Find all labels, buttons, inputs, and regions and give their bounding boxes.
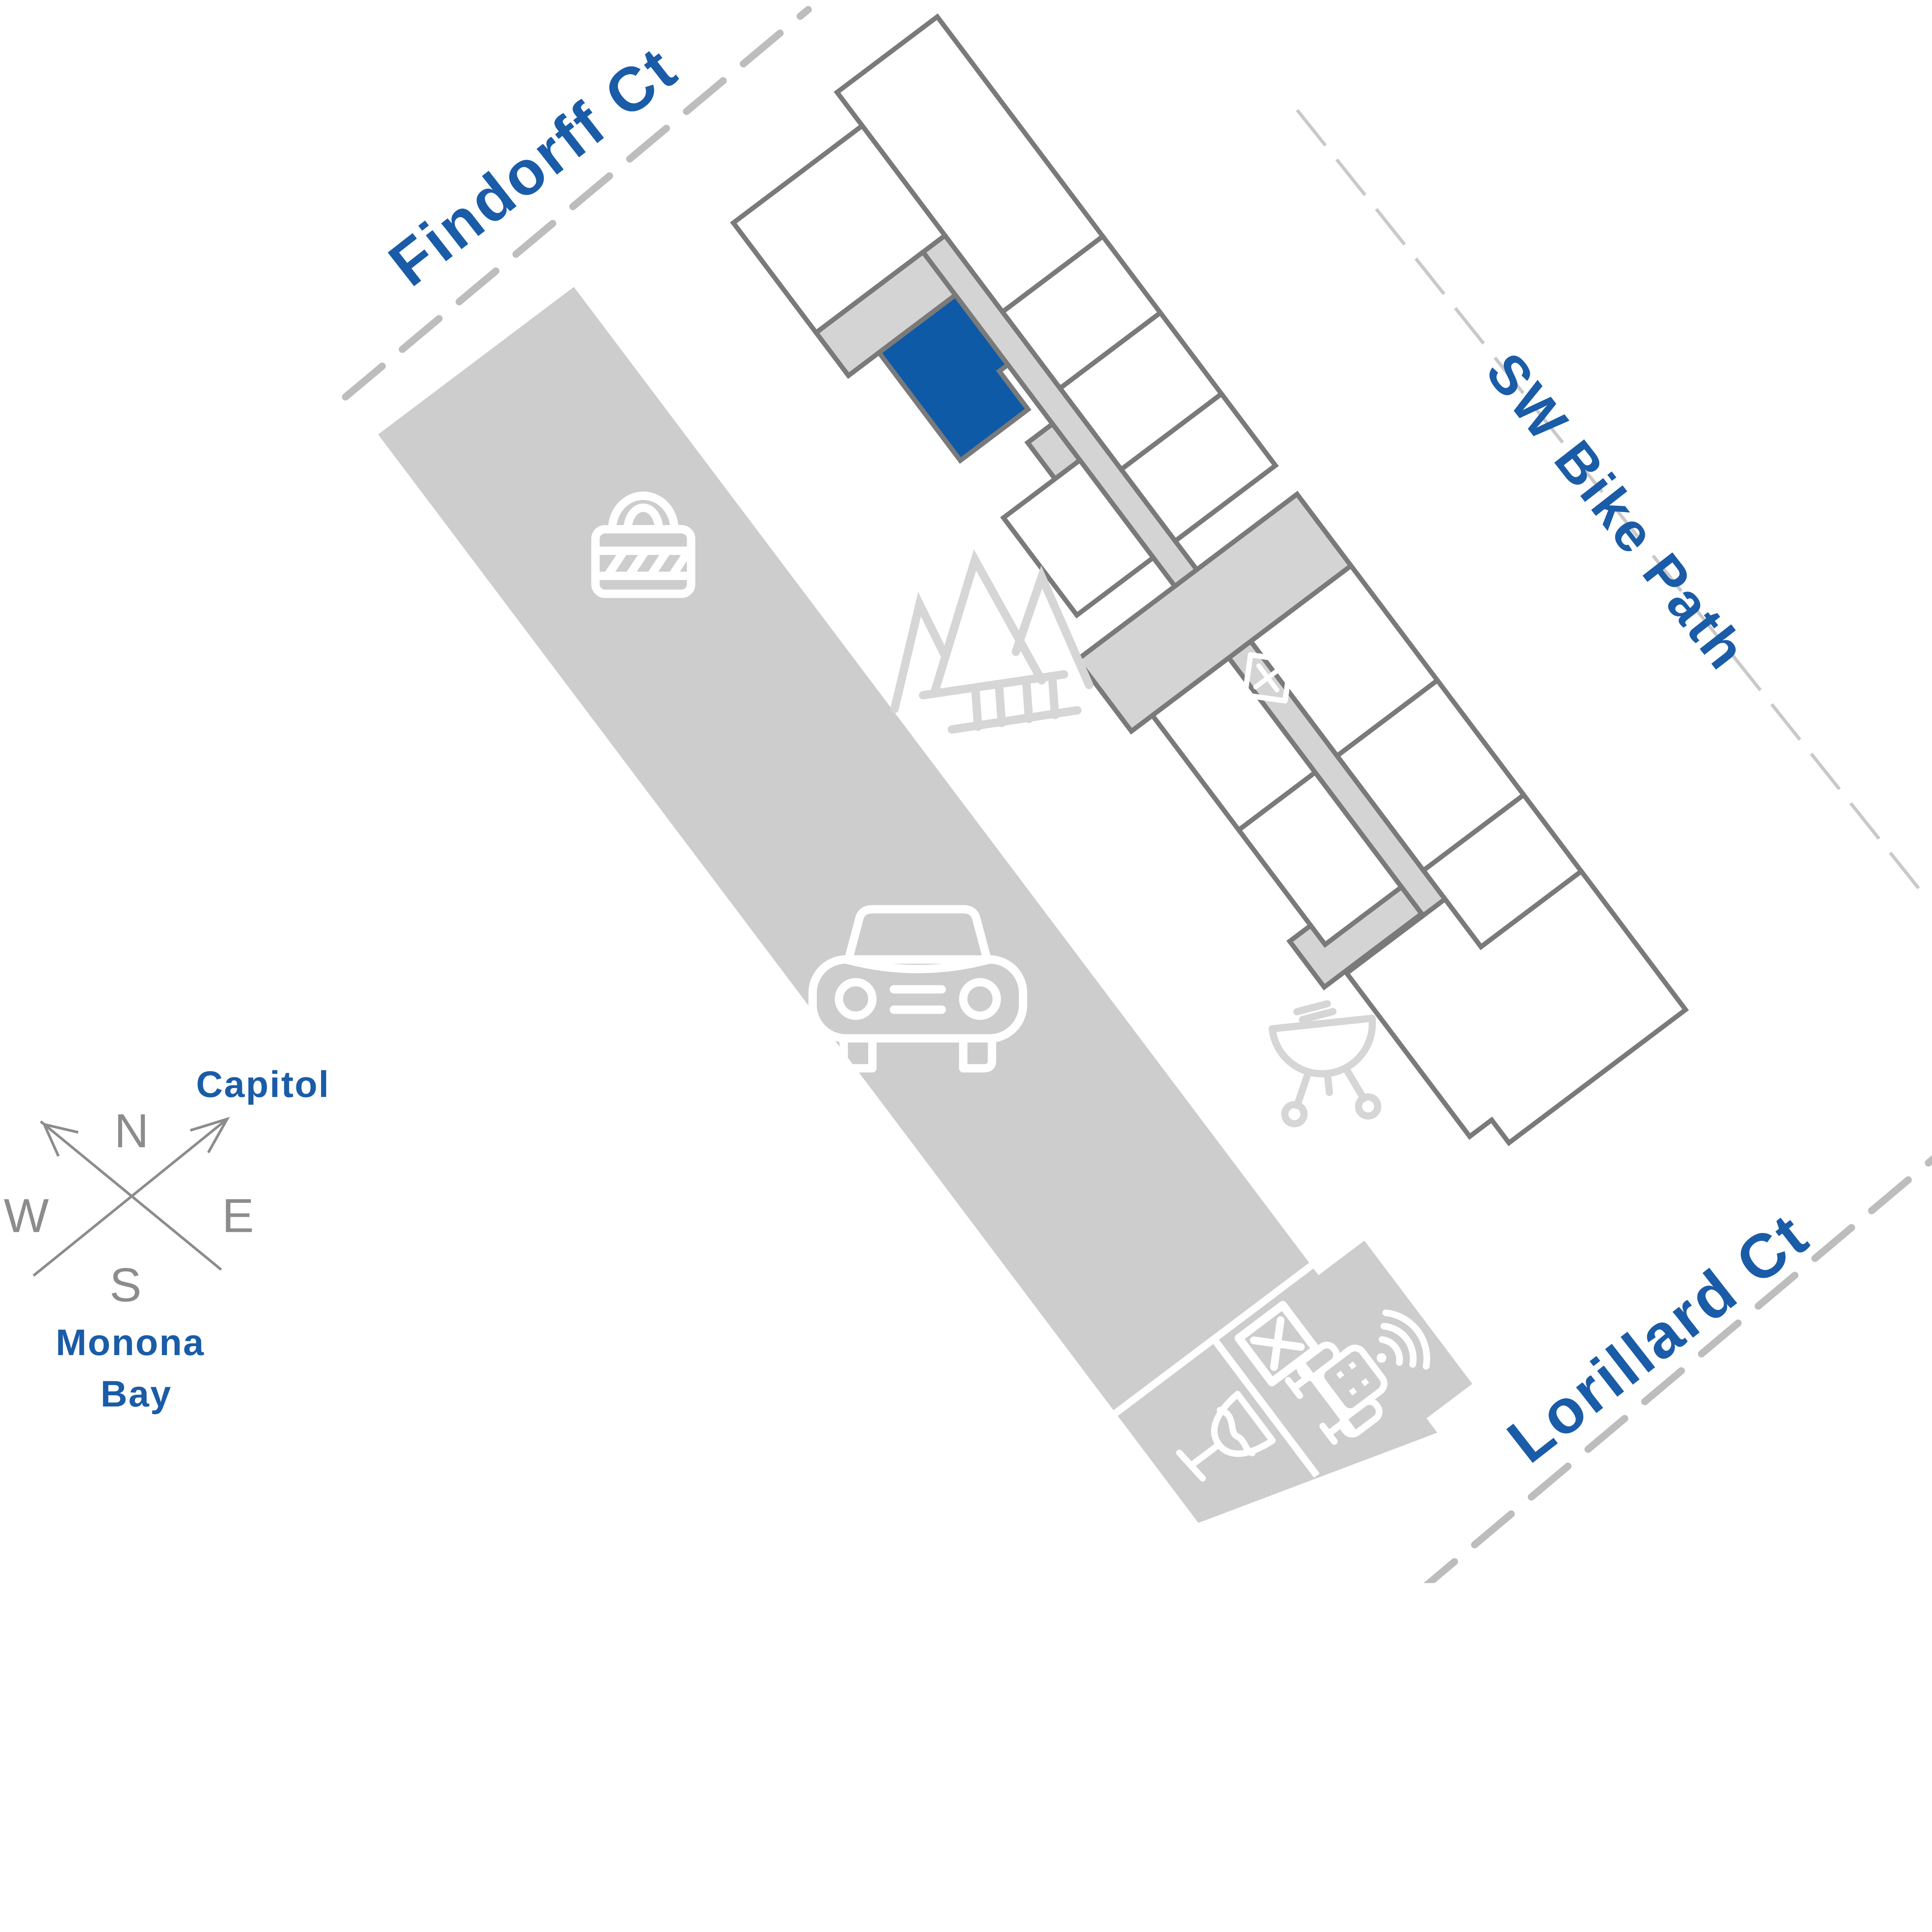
grill-icon	[1269, 1000, 1381, 1128]
highlighted-unit[interactable]	[876, 291, 1037, 464]
compass-south-label: S	[110, 1259, 142, 1312]
capitol-label: Capitol	[196, 1064, 330, 1105]
monona-bay-label-line2: Bay	[100, 1373, 172, 1415]
site-plan-map: N W E S Capitol Monona Bay Findorff Ct S…	[3, 6, 1932, 1583]
stairs-x-icon	[1235, 1301, 1320, 1386]
parking-lot-surface	[378, 287, 1437, 1523]
lorillard-ct-label: Lorillard Ct	[1495, 1199, 1821, 1476]
stairs-x-icon	[1242, 652, 1294, 704]
compass-west-label: W	[4, 1189, 49, 1243]
car-icon	[808, 905, 1027, 1073]
trees-icon	[890, 549, 1094, 734]
findorff-ct-label: Findorff Ct	[376, 33, 690, 299]
compass-northeast-arrow-line	[32, 1118, 228, 1277]
amenity-divider	[1211, 1337, 1320, 1478]
northeast-arrowhead	[190, 1117, 230, 1153]
sw-bike-path-label: SW Bike Path	[1474, 342, 1759, 682]
compass-east-label: E	[222, 1189, 254, 1243]
northwest-arrowhead	[42, 1122, 79, 1157]
compass: N W E S	[4, 1104, 254, 1312]
sw-bike-path-line	[1296, 109, 1929, 900]
unit	[1343, 868, 1689, 1146]
unit	[1000, 457, 1157, 619]
monona-bay-label-line1: Monona	[56, 1322, 205, 1363]
findorff-ct-street-line	[342, 6, 812, 401]
building	[730, 13, 1689, 1146]
unit	[1235, 769, 1405, 948]
wine-glass-icon	[1176, 1391, 1276, 1482]
amenity-divider	[1113, 1228, 1359, 1416]
unit	[1118, 390, 1279, 544]
compass-north-label: N	[114, 1104, 149, 1158]
lorillard-ct-street-line	[1423, 1155, 1932, 1583]
lounge-chair-wifi-icon	[1285, 1309, 1430, 1445]
lock-icon	[591, 492, 696, 598]
unit	[730, 122, 949, 336]
parking-strip	[378, 287, 1473, 1523]
